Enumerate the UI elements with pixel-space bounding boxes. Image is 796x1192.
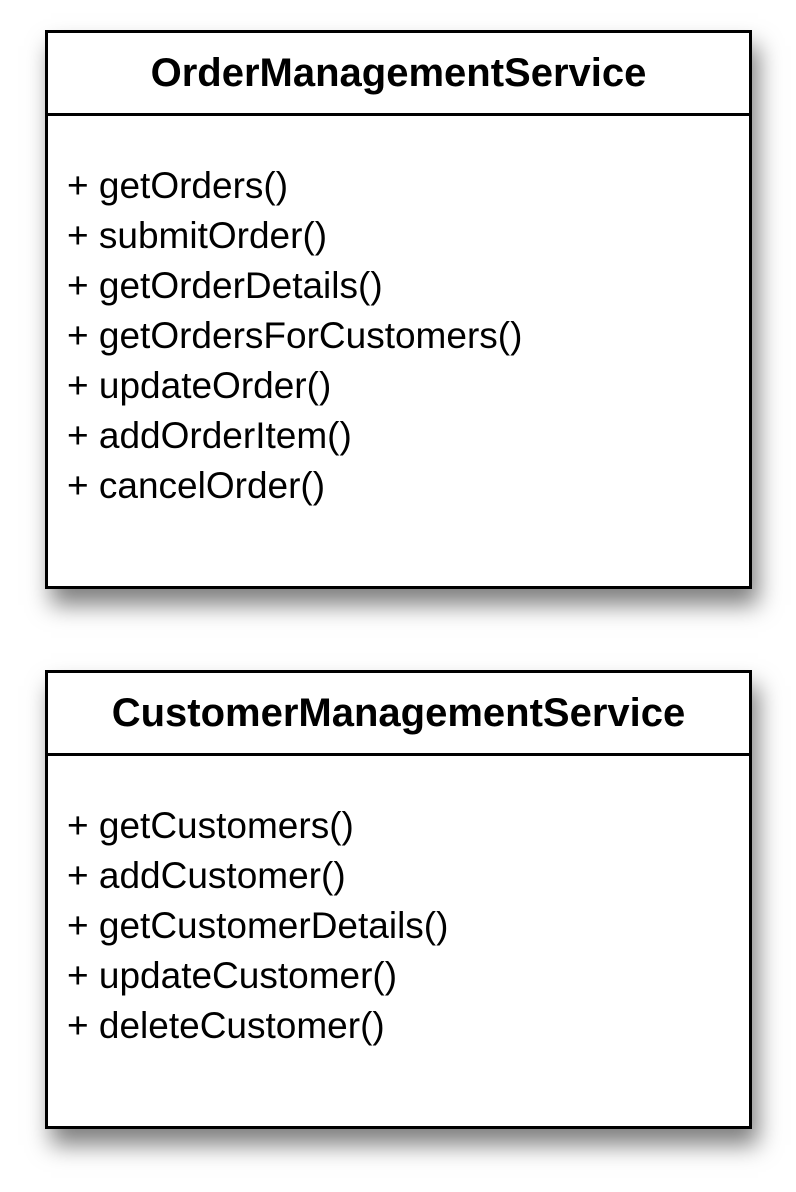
class-box-order-management-service: OrderManagementService + getOrders() + su… xyxy=(45,30,752,589)
method-item: + updateCustomer() xyxy=(67,955,398,996)
method-item: + submitOrder() xyxy=(67,215,328,256)
class-title: CustomerManagementService xyxy=(48,673,749,756)
method-item: + getOrdersForCustomers() xyxy=(67,315,523,356)
class-box-customer-management-service: CustomerManagementService + getCustomers… xyxy=(45,670,752,1129)
method-item: + getOrders() xyxy=(67,165,289,206)
method-item: + addCustomer() xyxy=(67,855,346,896)
method-item: + getCustomers() xyxy=(67,805,354,846)
method-item: + deleteCustomer() xyxy=(67,1005,385,1046)
method-item: + cancelOrder() xyxy=(67,465,326,506)
method-item: + getOrderDetails() xyxy=(67,265,383,306)
class-title: OrderManagementService xyxy=(48,33,749,116)
method-item: + getCustomerDetails() xyxy=(67,905,449,946)
method-item: + addOrderItem() xyxy=(67,415,352,456)
methods-compartment: + getOrders() + submitOrder() + getOrderDe… xyxy=(48,116,749,511)
methods-compartment: + getCustomers() + addCustomer() + getCust… xyxy=(48,756,749,1051)
method-item: + updateOrder() xyxy=(67,365,332,406)
